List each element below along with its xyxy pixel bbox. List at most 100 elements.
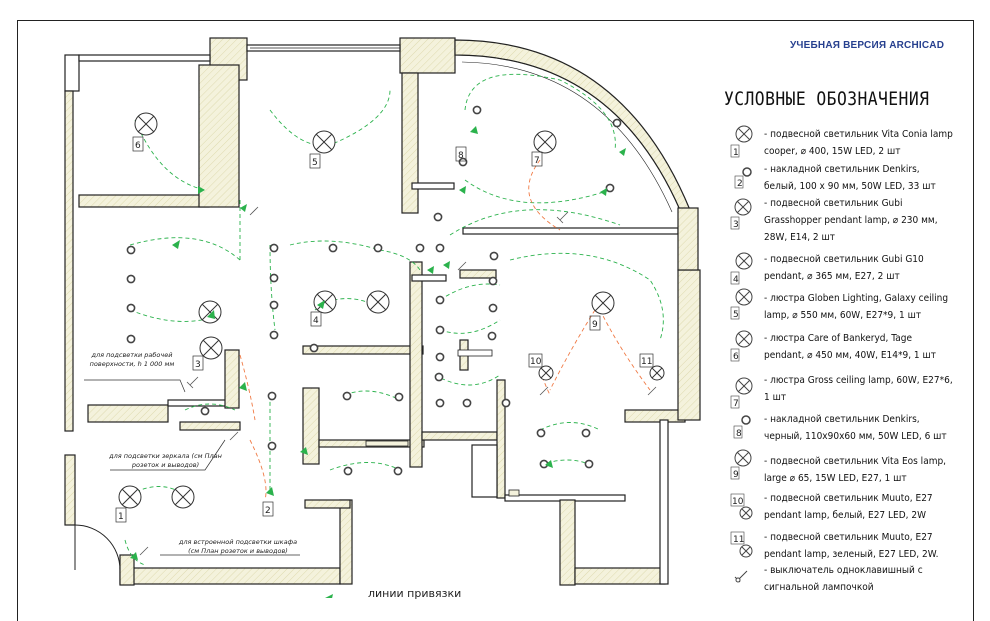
fixture-label-3: 3	[192, 355, 204, 371]
svg-text:5: 5	[733, 310, 739, 320]
fixture-label-2: 2	[262, 501, 274, 517]
fixture-number-labels: 6 5 8 7 3 4 9 10 11 1 2	[115, 136, 654, 523]
note-leaders	[84, 379, 300, 556]
fixture-label-5: 5	[309, 153, 321, 169]
fixture-label-1: 1	[115, 507, 127, 523]
wall-segment	[87, 404, 169, 423]
pendant-fixture-icon	[171, 485, 195, 509]
svg-text:3: 3	[195, 360, 201, 370]
legend-item: - подвесной светильник Muuto, E27 pendan…	[764, 532, 939, 560]
fixture-label-6: 6	[132, 136, 144, 152]
svg-text:11: 11	[641, 357, 652, 367]
wall-segment	[224, 349, 240, 409]
legend-symbol-7	[730, 377, 753, 409]
wall-segment	[64, 90, 74, 432]
svg-text:8: 8	[736, 429, 742, 439]
bay-window	[250, 39, 699, 271]
wall-segment	[304, 499, 351, 509]
svg-text:9: 9	[592, 320, 598, 330]
svg-text:11: 11	[733, 535, 744, 545]
wall-segment	[302, 345, 424, 355]
spot-fixtures	[126, 105, 622, 476]
legend-symbol-switch	[734, 570, 748, 583]
svg-text:4: 4	[313, 316, 319, 326]
legend-item: - подвесной светильник Gubi G10 pendant,…	[764, 254, 924, 282]
legend-number-labels: 1 2 3 4 5 6 7 8 9 10 11	[732, 148, 744, 545]
fixture-label-9: 9	[589, 315, 601, 331]
svg-text:7: 7	[733, 399, 739, 409]
wall-segment	[409, 261, 423, 468]
pendant-fixture-icon	[199, 336, 223, 360]
fixture-label-7: 7	[531, 151, 543, 167]
wall-segment	[659, 419, 669, 585]
pendant-fixture-icon	[591, 291, 615, 315]
wall-segment	[302, 387, 320, 465]
pendant-fixture-icon	[533, 130, 557, 154]
wall-segment	[496, 379, 506, 499]
pendant-fixture-icon	[649, 365, 665, 381]
legend-symbol-6	[730, 330, 753, 362]
legend-item: - подвесной светильник Muuto, E27 pendan…	[764, 493, 933, 521]
legend-item: - подвесной светильник Gubi Grasshopper …	[764, 198, 938, 243]
legend-item: - люстра Gross ceiling lamp, 60W, E27*6,…	[764, 375, 953, 403]
svg-text:3: 3	[733, 220, 739, 230]
legend-item: - люстра Globen Lighting, Galaxy ceiling…	[764, 293, 949, 321]
fixture-label-11: 11	[639, 353, 654, 368]
wall-segment	[459, 269, 497, 279]
entrance-door	[74, 524, 121, 571]
legend-symbol-9	[730, 449, 752, 480]
legend-item: - выключатель одноклавишный с сигнальной…	[764, 565, 923, 593]
pendant-fixture-icon	[313, 290, 337, 314]
legend-symbol-5	[730, 288, 753, 320]
legend-item: - люстра Care of Bankeryd, Tage pendant,…	[764, 333, 936, 361]
legend-symbol-8	[733, 415, 751, 439]
pendant-fixture-icon	[198, 300, 222, 324]
svg-text:2: 2	[737, 179, 743, 189]
legend-title: УСЛОВНЫЕ ОБОЗНАЧЕНИЯ	[724, 88, 930, 110]
svg-text:2: 2	[265, 506, 271, 516]
sheet-frame	[17, 20, 974, 621]
note-mirror: для подсветки зеркала (см План розеток и…	[109, 452, 222, 469]
legend-symbol-3	[730, 198, 752, 230]
legend-item: - подвесной светильник Vita Eos lamp, la…	[764, 456, 947, 484]
svg-text:6: 6	[135, 141, 141, 151]
watermark: УЧЕБНАЯ ВЕРСИЯ ARCHICAD	[790, 40, 945, 51]
fixture-label-4: 4	[310, 311, 322, 327]
note-work-surface: для подсветки рабочей поверхности, h 1 0…	[89, 351, 175, 368]
fixture-label-8: 8	[455, 146, 467, 162]
pendant-fixture-icon	[312, 130, 336, 154]
legend-symbol-10	[730, 493, 753, 520]
pendant-fixture-icon	[118, 485, 142, 509]
svg-text:8: 8	[458, 151, 464, 161]
svg-text:10: 10	[732, 497, 744, 507]
svg-text:1: 1	[733, 148, 739, 158]
pendant-fixture-icon	[366, 290, 390, 314]
svg-text:4: 4	[733, 275, 739, 285]
wall-segment	[399, 37, 456, 74]
legend-symbol-1	[730, 125, 753, 158]
wall-segment	[471, 444, 498, 498]
legend-symbol-4	[730, 252, 753, 285]
legend-item: - подвесной светильник Vita Conia lamp c…	[764, 129, 953, 157]
wall-segment	[64, 454, 76, 526]
bottom-caption: линии привязки	[368, 587, 462, 600]
built-in-elements	[365, 349, 520, 497]
svg-text:7: 7	[534, 156, 540, 166]
wall-segment	[179, 421, 241, 431]
wall-segment	[401, 72, 419, 214]
pendant-fixture-icon	[134, 112, 158, 136]
switch-arrows	[130, 126, 626, 598]
wall-segment	[559, 499, 576, 586]
pendant-fixture-icon	[538, 365, 554, 381]
svg-text:9: 9	[733, 470, 739, 480]
legend-item: - накладной светильник Denkirs, черный, …	[764, 414, 947, 442]
legend-symbol-2	[734, 167, 752, 189]
svg-text:6: 6	[733, 352, 739, 362]
walls	[64, 37, 701, 586]
legend-symbols	[730, 125, 753, 583]
fixture-label-10: 10	[528, 353, 543, 368]
legend-item: - накладной светильник Denkirs, белый, 1…	[764, 164, 936, 192]
svg-text:1: 1	[118, 512, 124, 522]
floor-plan-drawing: 6 5 8 7 3 4 9 10 11 1 2 1 2 3 4 5 6	[64, 37, 753, 598]
pendant-fixtures	[118, 112, 665, 509]
